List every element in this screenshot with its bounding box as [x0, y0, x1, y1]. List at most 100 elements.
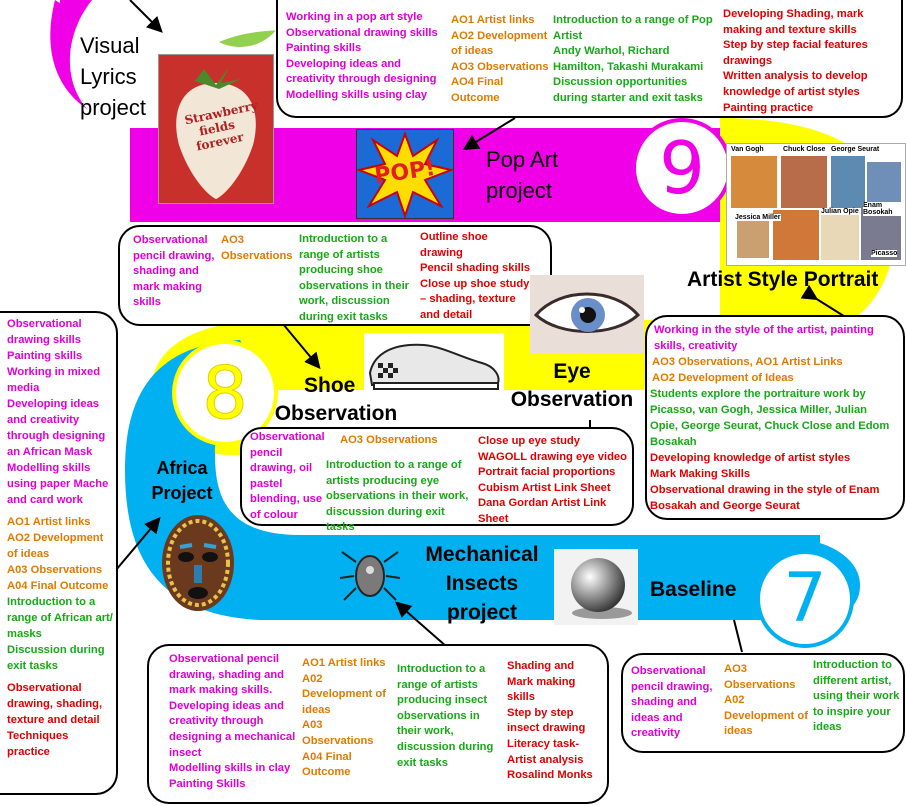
pop-art-col2: AO1 Artist links AO2 Development of idea…: [451, 13, 551, 107]
list-item: AO3 Observations: [451, 60, 549, 73]
list-item: AO4 Final Outcome: [451, 76, 504, 104]
strawberry-icon: [176, 67, 256, 199]
portrait-tile: [781, 156, 827, 208]
mechanical-insect-icon: [339, 551, 401, 601]
list-item: Step by step facial features drawings: [723, 39, 868, 67]
visual-lyrics-title-line: project: [80, 95, 147, 120]
list-item: AO3 Observations: [340, 434, 438, 446]
visual-lyrics-title: Visual Lyrics project: [80, 30, 146, 123]
insect-image: [338, 548, 402, 602]
portrait-tile: [773, 210, 819, 260]
list-item: A02 Development of ideas: [302, 672, 386, 716]
portrait-name: George Seurat: [831, 146, 880, 153]
list-item: Developing knowledge of artist styles: [650, 452, 851, 464]
baseline-col2: AO3 Observations A02 Development of idea…: [724, 662, 808, 740]
list-item: Introduction to different artist, using …: [813, 659, 900, 734]
shoe-col1: Observational pencil drawing, shading an…: [133, 233, 219, 311]
portrait-tile: [737, 214, 769, 258]
list-item: AO3 Observations, AO1 Artist Links: [652, 356, 843, 368]
pop-art-col4: Developing Shading, mark making and text…: [723, 7, 883, 116]
pop-art-title-line: project: [486, 178, 553, 203]
year-8-number: 8: [202, 351, 249, 435]
list-item: Developing ideas and creativity through …: [7, 398, 106, 458]
baseline-col3: Introduction to different artist, using …: [813, 658, 901, 736]
year-7-circle: 7: [756, 550, 854, 648]
list-item: Mark Making Skills: [650, 468, 751, 480]
list-item: Observational pencil drawing, oil pastel…: [250, 431, 325, 521]
list-item: Modelling skills in clay: [169, 762, 291, 775]
shoe-col3: Introduction to a range of artists produ…: [299, 232, 417, 326]
eye-col4: Close up eye study WAGOLL drawing eye vi…: [478, 434, 628, 528]
list-item: Modelling skills using paper Mache and c…: [7, 462, 109, 506]
list-item: Painting skills: [286, 42, 362, 55]
list-item: Introduction to a range of artists produ…: [299, 233, 410, 323]
shoe-info-box: [118, 225, 552, 326]
portrait-tile: [821, 210, 859, 260]
pop-art-title-line: Pop Art: [486, 147, 559, 172]
list-item: Discussion during exit tasks: [7, 644, 105, 672]
portrait-name: Enam Bosokah: [863, 202, 905, 216]
portrait-tile: [731, 156, 777, 208]
portrait-name: Picasso: [871, 250, 898, 257]
insects-col4: Shading and Mark making skills Step by s…: [507, 659, 601, 784]
list-item: Literacy task-Artist analysis: [507, 737, 584, 766]
list-item: Outline shoe drawing: [420, 231, 488, 259]
list-item: Observational drawing in the style of En…: [650, 484, 880, 512]
list-item: Discussion opportunities during starter …: [553, 76, 703, 104]
african-mask-image: [158, 513, 238, 617]
africa-info-box: [0, 311, 118, 795]
insects-title-line: Insects: [445, 572, 519, 595]
mechanical-insects-title: Mechanical Insects project: [404, 540, 560, 627]
list-item: Observational drawing skills: [7, 318, 82, 346]
insects-col1: Observational pencil drawing, shading an…: [169, 652, 299, 792]
pop-art-title: Pop Art project: [486, 144, 558, 206]
shoe-icon: [368, 343, 500, 390]
insects-col3: Introduction to a range of artists produ…: [397, 662, 501, 771]
list-item: Pencil shading skills: [420, 262, 531, 275]
list-item: A03 Observations: [7, 564, 103, 576]
portrait-collage: Van Gogh Chuck Close George Seurat Enam …: [726, 143, 906, 266]
shoe-col4: Outline shoe drawing Pencil shading skil…: [420, 230, 532, 324]
list-item: AO1 Artist links: [302, 657, 386, 669]
baseline-info-box: [621, 653, 905, 753]
list-item: Observational pencil drawing, shading an…: [169, 653, 284, 697]
portrait-tile: [867, 162, 901, 202]
list-item: Developing ideas and creativity through …: [286, 57, 437, 86]
africa-project-title: Africa Project: [140, 456, 224, 506]
explosion-icon: [357, 131, 453, 218]
pop-art-info-box: [276, 0, 903, 118]
list-item: AO3 Observations: [724, 663, 796, 691]
artist-portrait-list: Working in the style of the artist, pain…: [650, 322, 898, 514]
insects-col2: AO1 Artist links A02 Development of idea…: [302, 656, 394, 781]
list-item: Close up eye study: [478, 435, 580, 447]
pop-art-image: POP!: [356, 129, 454, 219]
list-item: Written analysis to develop knowledge of…: [723, 70, 868, 98]
list-item: Introduction to a range of African art/ …: [7, 596, 113, 640]
list-item: Students explore the portraiture work by…: [650, 388, 890, 448]
strawberry-artwork: Strawberry fields forever: [158, 54, 274, 204]
list-item: AO1 Artist links: [7, 516, 91, 528]
list-item: Working in the style of the artist, pain…: [654, 324, 874, 352]
baseline-title: Baseline: [650, 578, 737, 601]
list-item: Observational pencil drawing, shading an…: [631, 665, 713, 740]
shoe-observation-title: Shoe Observation: [264, 372, 408, 428]
list-item: Close up shoe study – shading, texture a…: [420, 277, 530, 321]
list-item: AO2 Development of Ideas: [652, 372, 794, 384]
list-item: Cubism Artist Link Sheet: [478, 481, 611, 494]
eye-title-line: Eye: [553, 360, 591, 383]
list-item: Introduction to a range of artists produ…: [326, 459, 469, 534]
list-item: Observational drawing skills: [286, 26, 438, 39]
shoe-col2: AO3 Observations: [221, 233, 297, 264]
pop-art-col3: Introduction to a range of Pop Artist An…: [553, 13, 718, 107]
artist-style-portrait-title: Artist Style Portrait: [687, 268, 879, 291]
list-item: Developing Shading, mark making and text…: [723, 8, 864, 36]
visual-lyrics-title-line: Visual: [80, 33, 140, 58]
eye-col3: Introduction to a range of artists produ…: [326, 458, 476, 536]
shoe-image: [364, 333, 504, 395]
list-item: WAGOLL drawing eye video: [478, 450, 627, 463]
insects-title-line: Mechanical: [425, 543, 539, 566]
list-item: Painting practice: [723, 101, 814, 114]
portrait-name: Chuck Close: [783, 146, 826, 153]
list-item: A04 Final Outcome: [302, 750, 352, 779]
list-item: AO1 Artist links: [451, 14, 535, 26]
